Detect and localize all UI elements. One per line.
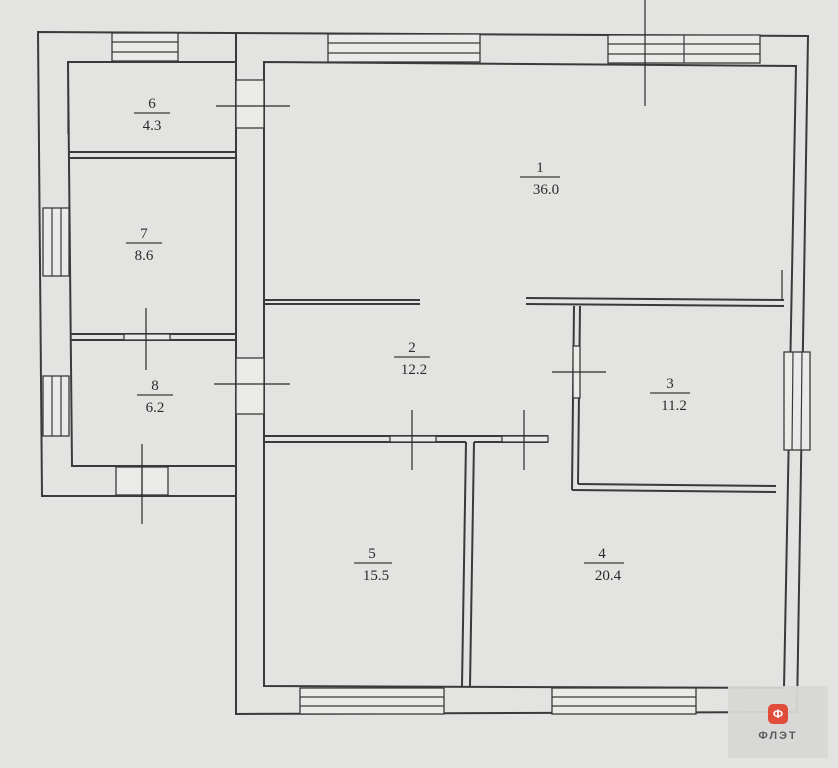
door-7-8 [123, 308, 171, 370]
room-2-area: 12.2 [401, 362, 427, 378]
door-8-2 [214, 357, 290, 415]
window-top-center [327, 33, 481, 63]
room-6-number: 6 [148, 96, 156, 112]
window-left-upper [42, 207, 70, 277]
flat-logo-icon: Ф [768, 704, 788, 724]
room-6-area: 4.3 [143, 118, 162, 134]
wall-1-3 [525, 297, 785, 307]
door-2-3 [552, 345, 606, 399]
window-top-left [111, 32, 179, 62]
room-1-area: 36.0 [533, 182, 559, 198]
window-right [783, 351, 811, 451]
room-4-area: 20.4 [595, 568, 622, 584]
window-bottom-left [299, 687, 445, 715]
wall-1-2-left [264, 299, 420, 305]
wall-4-5 [461, 441, 475, 687]
room-7-number: 7 [140, 226, 148, 242]
door-2-4 [501, 410, 549, 470]
door-6-1 [216, 79, 290, 129]
room-5-area: 15.5 [363, 568, 389, 584]
window-left-lower [42, 375, 70, 437]
room-1-label: 1 36.0 [520, 160, 560, 198]
wall-6-7 [68, 151, 236, 159]
room-2-number: 2 [408, 340, 416, 356]
room-8-label: 8 6.2 [137, 378, 173, 416]
door-2-5 [389, 410, 437, 470]
room-3-area: 11.2 [661, 398, 687, 414]
inner-wall-outline [263, 60, 798, 690]
watermark-text: ФЛЭТ [758, 730, 798, 742]
window-top-right [607, 34, 761, 64]
room-4-label: 4 20.4 [584, 546, 624, 584]
watermark-badge: Ф ФЛЭТ [728, 686, 828, 758]
room-3-label: 3 11.2 [650, 376, 690, 414]
room-7-label: 7 8.6 [126, 226, 162, 264]
room-3-number: 3 [666, 376, 674, 392]
window-bottom-right [551, 687, 697, 715]
room-2-label: 2 12.2 [394, 340, 430, 378]
room-1-number: 1 [536, 160, 544, 176]
room-8-area: 6.2 [146, 400, 165, 416]
room-6-label: 6 4.3 [134, 96, 170, 134]
room-5-label: 5 15.5 [354, 546, 392, 584]
room-5-number: 5 [368, 546, 376, 562]
room-4-number: 4 [598, 546, 606, 562]
wall-3-bottom [571, 483, 777, 493]
room-7-area: 8.6 [135, 248, 154, 264]
room-8-number: 8 [151, 378, 159, 394]
